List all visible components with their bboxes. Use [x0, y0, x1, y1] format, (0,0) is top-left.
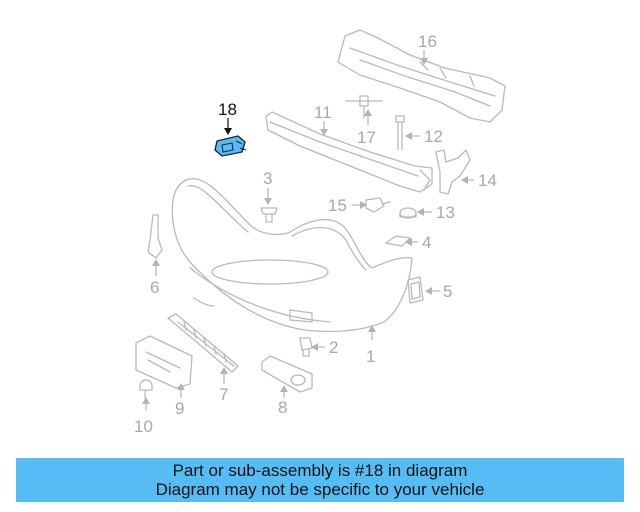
- callout-2: 2: [329, 338, 338, 357]
- callout-7: 7: [219, 385, 228, 404]
- part-6-bracket: [147, 214, 163, 259]
- part-7-grille: [167, 313, 239, 373]
- callout-9: 9: [175, 399, 184, 418]
- callout-14: 14: [478, 171, 497, 190]
- callout-8: 8: [278, 398, 287, 417]
- part-15-bolt: [365, 197, 391, 213]
- part-4-clip: [385, 235, 411, 247]
- callout-16: 16: [418, 32, 437, 51]
- caption-banner: Part or sub-assembly is #18 in diagram D…: [16, 458, 624, 502]
- callout-3: 3: [263, 169, 272, 188]
- caption-line-1: Part or sub-assembly is #18 in diagram: [172, 461, 468, 480]
- callout-17: 17: [357, 128, 376, 147]
- callout-1: 1: [366, 347, 375, 366]
- parts-diagram: 18 16 11 17 12 14 3 15 13 4 5 6 2 1 7 8 …: [134, 29, 506, 436]
- part-5-cover: [407, 276, 424, 304]
- callout-15: 15: [328, 196, 347, 215]
- callout-10: 10: [134, 417, 153, 436]
- callout-18: 18: [218, 100, 237, 119]
- part-8-fog-cover: [261, 355, 313, 393]
- part-12-bolt: [395, 115, 405, 151]
- part-17-pin: [345, 95, 383, 119]
- callout-4: 4: [422, 233, 431, 252]
- caption-line-2: Diagram may not be specific to your vehi…: [155, 480, 485, 499]
- part-10-screw: [139, 379, 153, 399]
- callout-5: 5: [443, 282, 452, 301]
- part-18-highlighted: [214, 135, 247, 157]
- part-2-clip: [299, 337, 313, 357]
- callout-11: 11: [314, 103, 332, 122]
- callout-6: 6: [150, 278, 159, 297]
- part-13-clip: [399, 207, 417, 219]
- part-11-reinforcement: [265, 111, 433, 193]
- callout-13: 13: [436, 203, 455, 222]
- part-3-fastener: [260, 207, 278, 223]
- part-9-plate-bracket: [135, 335, 193, 389]
- callout-12: 12: [424, 127, 443, 146]
- part-14-bracket: [435, 149, 471, 195]
- part-1-bumper-cover: [171, 177, 413, 333]
- part-16-absorber: [337, 29, 506, 123]
